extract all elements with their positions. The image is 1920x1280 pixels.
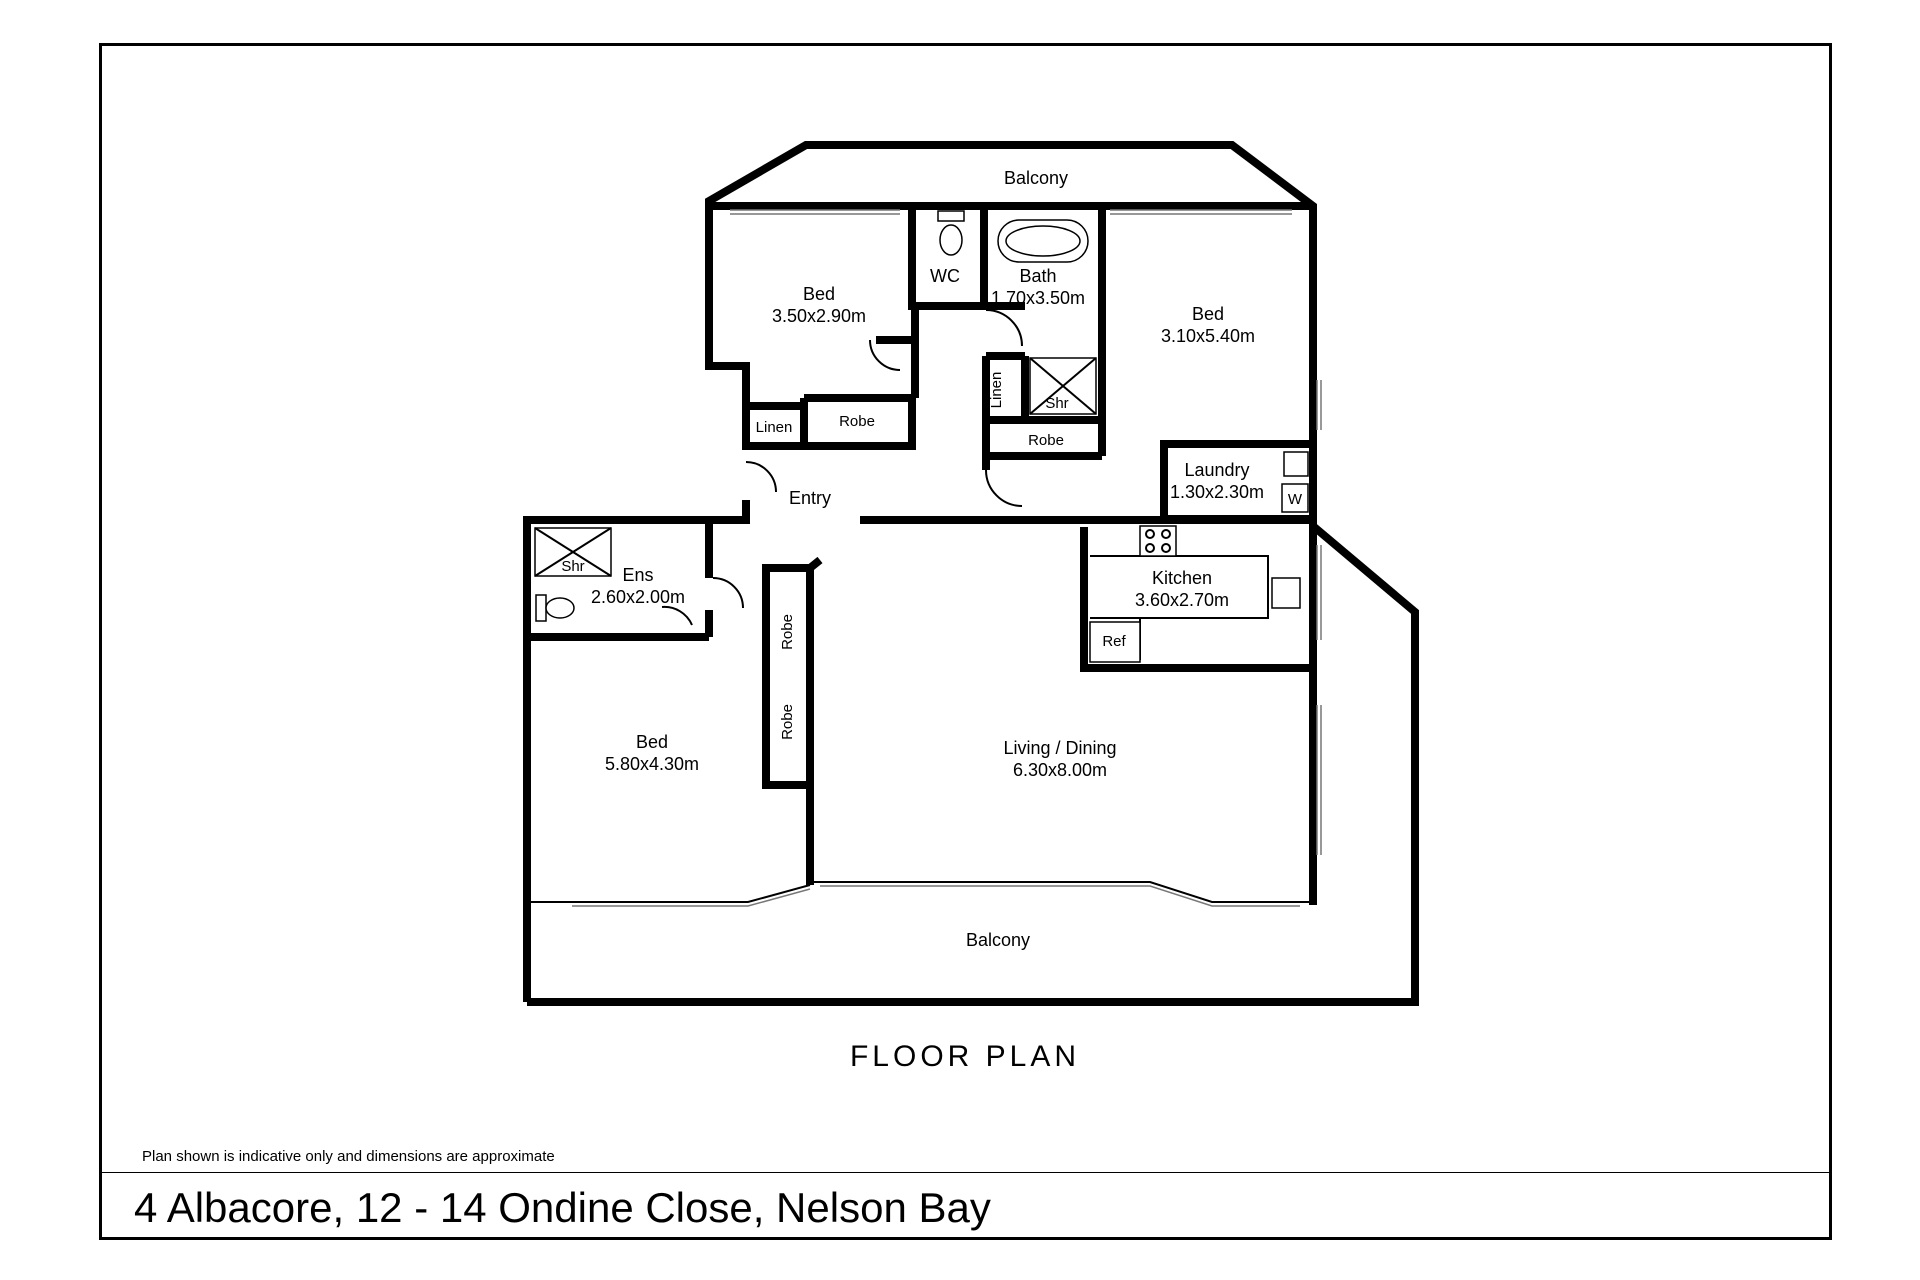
label-ensuite-shower: Shr [561,558,584,575]
label-linen2: Linen [988,372,1005,409]
label-balcony-top: Balcony [1004,168,1068,188]
plan-title: FLOOR PLAN [849,1040,1081,1073]
label-robe1: Robe [839,413,875,430]
wall-entry-west [706,500,750,524]
kitchen-sink [1271,577,1301,609]
label-fridge: Ref [1102,633,1126,650]
label-living: Living / Dining [1003,738,1116,758]
ensuite-toilet-bowl [545,597,575,619]
label-kitchen-size: 3.60x2.70m [1135,590,1229,610]
laundry-washer [1281,483,1309,513]
label-shr-bath: Shr [1045,395,1068,412]
wall-living-west [806,556,823,885]
windows [527,209,1322,907]
label-wc: WC [930,266,960,286]
label-bed1: Bed [803,284,835,304]
label-bed2: Bed [1192,304,1224,324]
wall-laundry [1160,440,1313,519]
laundry-tub [1283,451,1309,477]
wall-top-balcony [705,141,1317,520]
fixtures [534,210,1309,663]
label-kitchen: Kitchen [1152,568,1212,588]
label-laundry-size: 1.30x2.30m [1170,482,1264,502]
label-entry: Entry [789,488,831,508]
footer-divider [99,1172,1832,1173]
label-laundry: Laundry [1184,460,1249,480]
label-balcony-bottom: Balcony [966,930,1030,950]
label-bath-size: 1.70x3.50m [991,288,1085,308]
label-washer: W [1288,491,1303,508]
ensuite-toilet-cistern [535,594,547,622]
label-robe3: Robe [779,614,796,650]
label-living-size: 6.30x8.00m [1013,760,1107,780]
kitchen-fridge [1089,621,1141,663]
wall-east-balcony [527,522,1419,1006]
label-bed1-size: 3.50x2.90m [772,306,866,326]
label-robe4: Robe [779,704,796,740]
label-bed2-size: 3.10x5.40m [1161,326,1255,346]
room-labels: Balcony Bed 3.50x2.90m WC Bath 1.70x3.50… [561,168,1303,950]
label-robe2: Robe [1028,432,1064,449]
plan-frame [99,43,1832,1240]
label-ensuite-size: 2.60x2.00m [591,587,685,607]
wc-toilet-bowl [939,224,963,256]
walls [523,141,1419,1006]
label-bed3: Bed [636,732,668,752]
label-bed3-size: 5.80x4.30m [605,754,699,774]
wall-ensuite-west [523,516,709,1002]
kitchen-cooktop [1139,525,1177,557]
wall-robes [762,564,810,789]
disclaimer-text: Plan shown is indicative only and dimens… [142,1148,555,1165]
wc-toilet-cistern [937,210,965,222]
wall-kitchen [1080,527,1313,672]
label-ensuite: Ens [622,565,653,585]
bath-tub-inner [1005,225,1081,257]
wall-linen-robe [742,398,916,450]
label-bath: Bath [1019,266,1056,286]
label-linen1: Linen [756,419,793,436]
wall-bed1-west [705,206,750,450]
property-address: 4 Albacore, 12 - 14 Ondine Close, Nelson… [134,1184,991,1231]
